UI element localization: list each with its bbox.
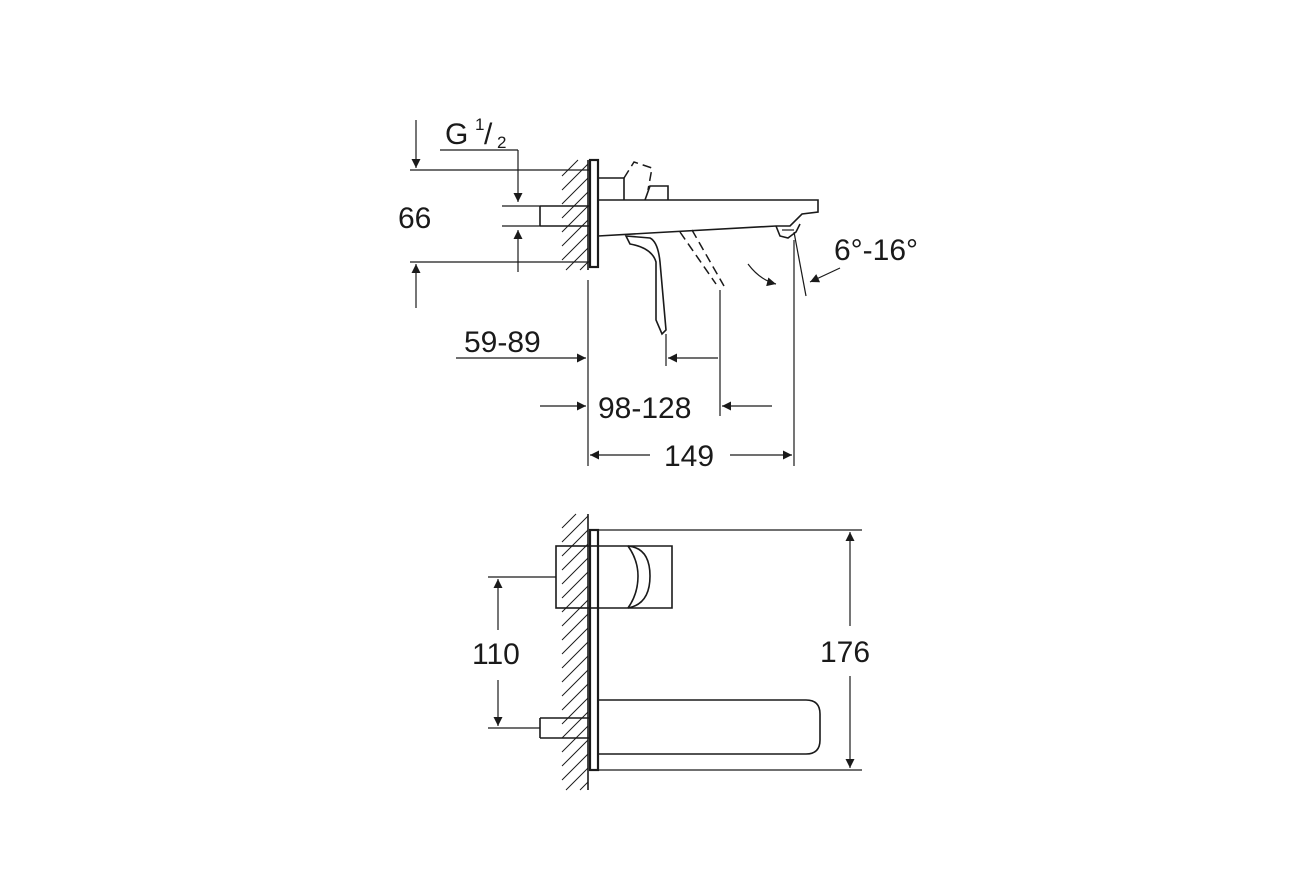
- dim-176: 176: [598, 529, 870, 771]
- front-view: 110 176: [472, 513, 870, 791]
- lever-alt-position: [679, 229, 725, 287]
- wall-hatch-front: [561, 513, 589, 791]
- lever-handle: [624, 235, 667, 336]
- dim-149: 149: [590, 240, 795, 473]
- spout: [597, 199, 819, 239]
- cover-plate: [588, 158, 600, 269]
- dim-149-label: 149: [664, 440, 714, 473]
- dim-angle: 6°-16°: [747, 231, 918, 297]
- thread-letter: G: [445, 118, 468, 151]
- dim-59-89-label: 59-89: [464, 326, 541, 359]
- dim-angle-label: 6°-16°: [834, 234, 918, 267]
- dim-59-89: 59-89: [456, 326, 718, 366]
- thread-denominator: 2: [497, 133, 506, 152]
- dim-110: 110: [472, 576, 556, 729]
- side-view: G 1 / 2 66 6°-16°: [398, 115, 918, 473]
- lever-base: [598, 161, 669, 201]
- dim-66-label: 66: [398, 202, 431, 235]
- connection-pipe: [539, 205, 590, 227]
- thread-callout: G 1 / 2: [440, 115, 523, 272]
- wall-hatch-top: [561, 159, 589, 271]
- mixer-body: [555, 545, 673, 609]
- dim-98-128: 98-128: [540, 280, 772, 466]
- dim-176-label: 176: [820, 636, 870, 669]
- dim-110-label: 110: [472, 638, 520, 671]
- thread-slash: /: [484, 118, 493, 151]
- thread-numerator: 1: [475, 115, 484, 134]
- dim-98-128-label: 98-128: [598, 392, 691, 425]
- dim-66: 66: [398, 120, 590, 308]
- front-cover-plate: [588, 528, 600, 772]
